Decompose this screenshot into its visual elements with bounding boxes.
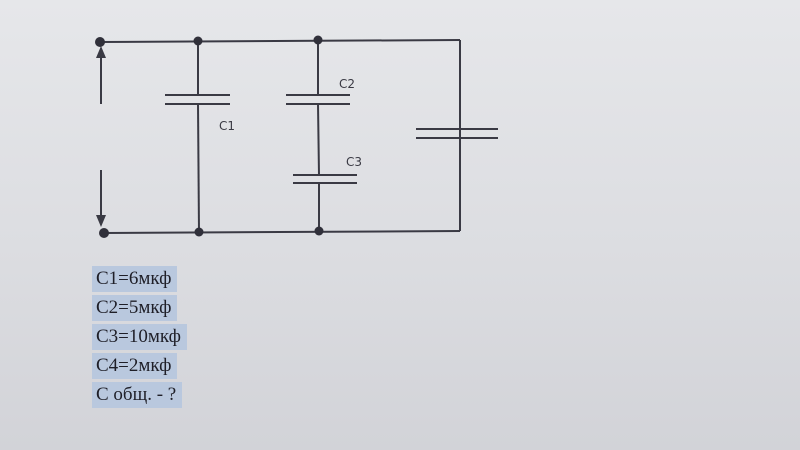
junction-node — [314, 226, 324, 236]
total-capacitance-question: C общ. - ? — [92, 382, 183, 408]
label-c2: C2 — [339, 77, 355, 91]
capacitance-values: C1=6мкф C2=5мкф C3=10мкф C4=2мкф C общ. … — [92, 266, 187, 411]
capacitor-c2-c3-branch — [286, 40, 357, 231]
junction-node — [193, 36, 203, 46]
value-c2: C2=5мкф — [92, 295, 178, 321]
voltage-arrow-up — [96, 46, 106, 104]
voltage-arrow-down — [96, 170, 106, 227]
value-c3: C3=10мкф — [92, 324, 187, 350]
value-c1: C1=6мкф — [92, 266, 178, 292]
capacitor-c4-branch — [416, 40, 498, 231]
terminal-top — [95, 37, 105, 47]
bottom-rail — [103, 230, 461, 234]
label-c3: C3 — [346, 155, 362, 169]
junction-node — [313, 35, 323, 45]
capacitor-c1-branch — [165, 41, 230, 233]
value-c4: C4=2мкф — [92, 353, 178, 379]
label-c1: C1 — [219, 119, 235, 133]
junction-node — [194, 227, 204, 237]
top-rail — [99, 39, 461, 43]
terminal-bottom — [99, 228, 109, 238]
